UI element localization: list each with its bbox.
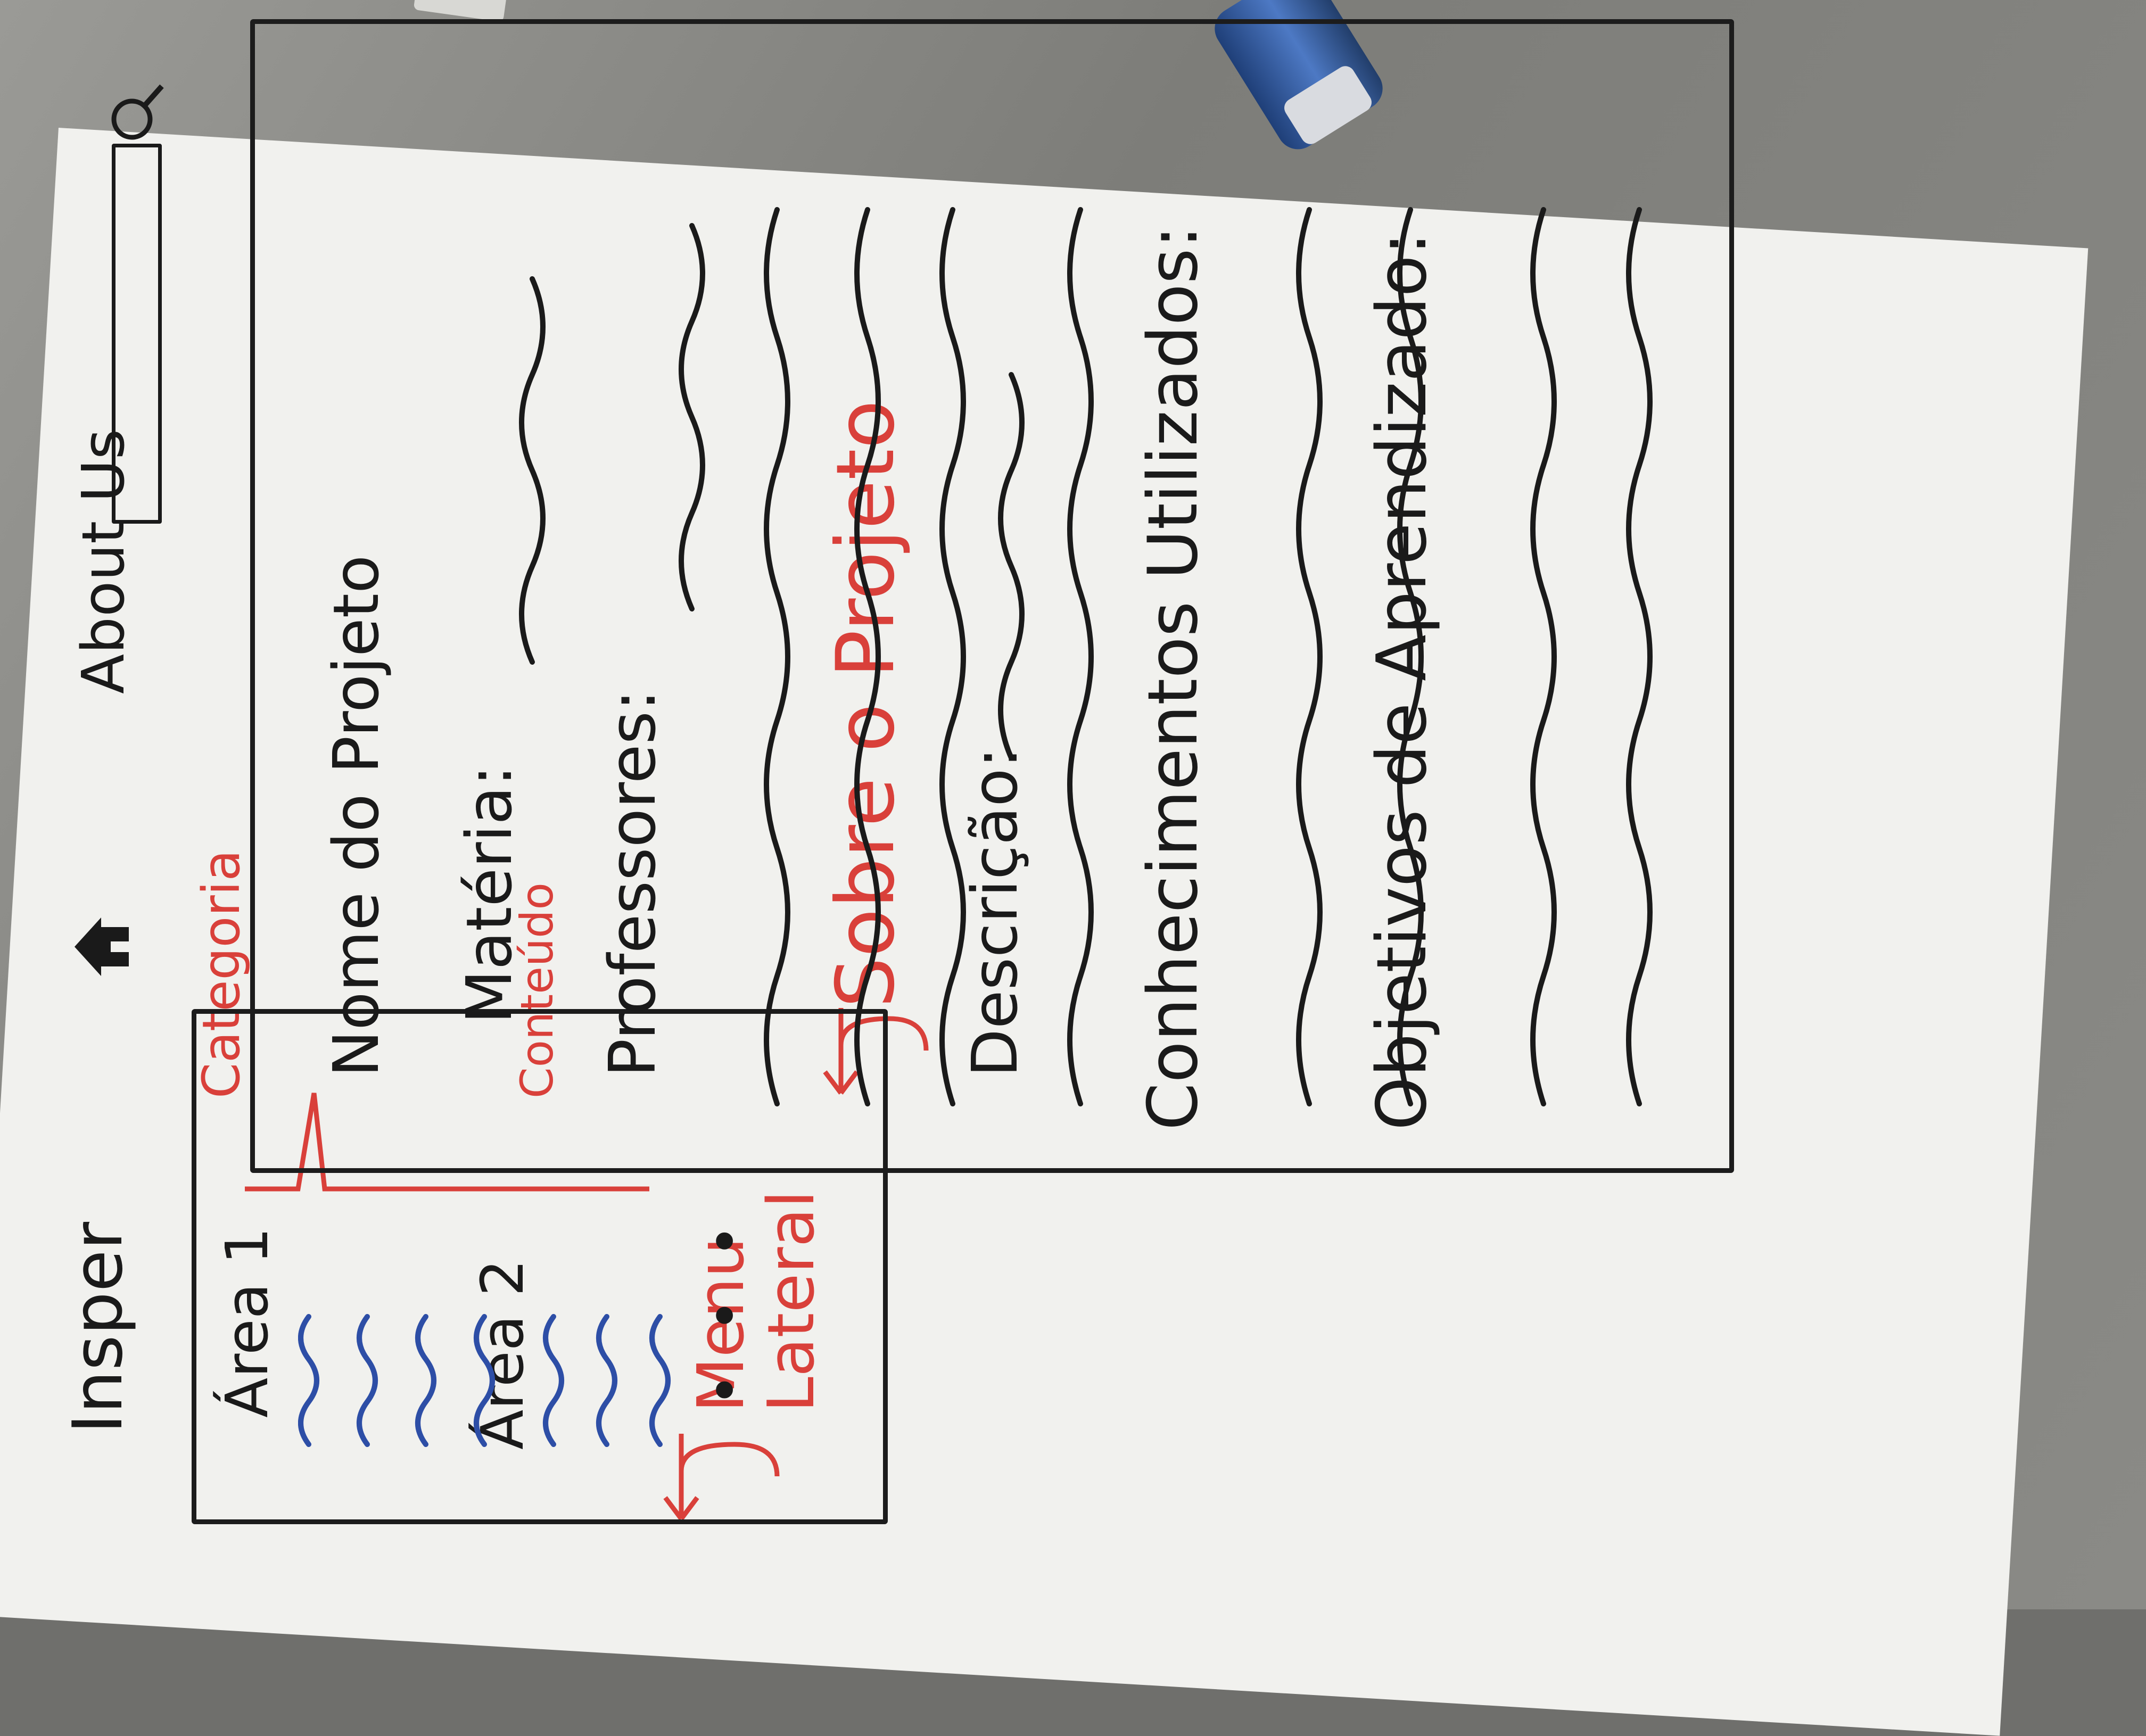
- annotation-arrow-menu: [663, 1434, 780, 1520]
- home-icon[interactable]: [69, 912, 133, 981]
- logo[interactable]: Insper: [59, 1221, 138, 1434]
- sidebar-more: • • •: [692, 1213, 760, 1407]
- search-icon[interactable]: [106, 82, 165, 146]
- annotation-arrow-sobre: [823, 1008, 929, 1095]
- search-input[interactable]: [112, 144, 162, 524]
- sidebar-area-1[interactable]: Área 1: [213, 1227, 281, 1418]
- annotation-brace: [245, 1093, 649, 1192]
- project-placeholder-lines: [519, 207, 1653, 1106]
- sidebar-placeholder-lines: [298, 1314, 671, 1447]
- wireframe-sketch: Insper About Us Categoria Conteúdo Menu …: [59, 19, 1734, 1524]
